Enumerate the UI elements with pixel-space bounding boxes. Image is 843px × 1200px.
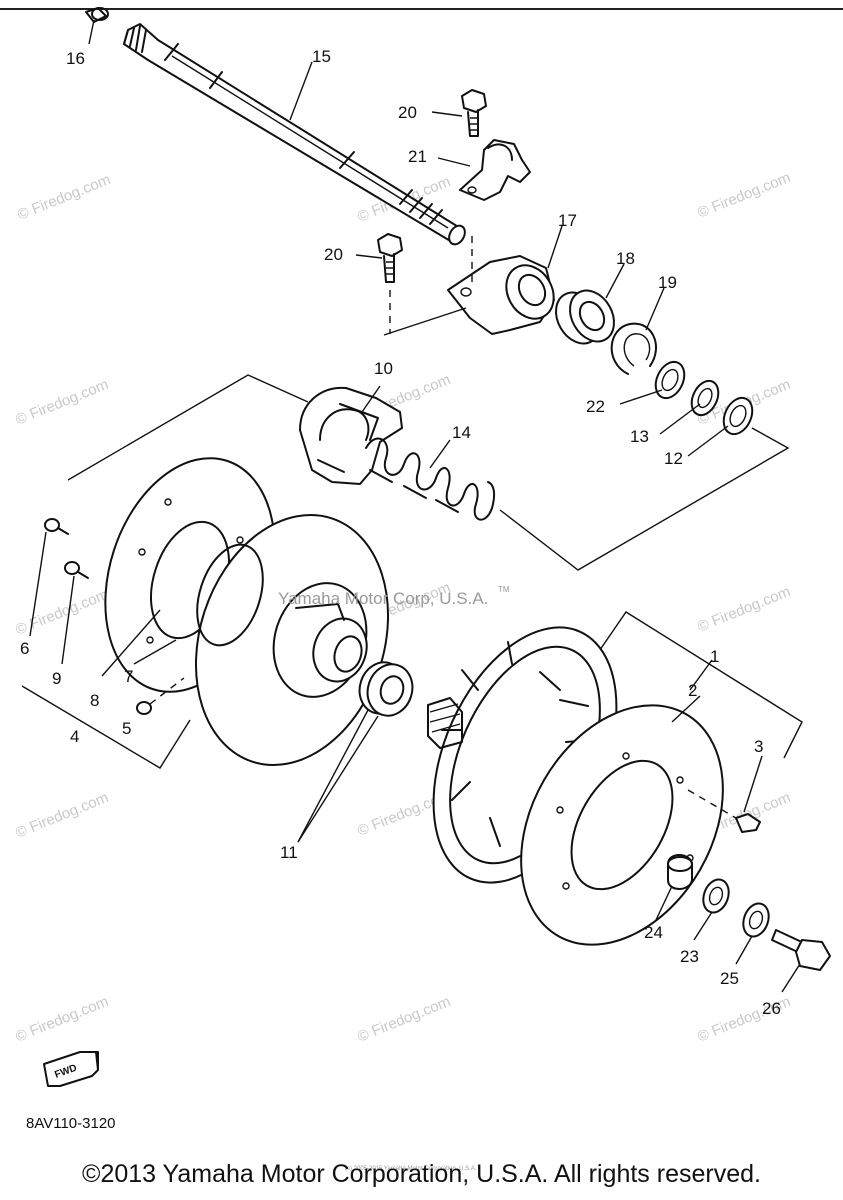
part-5-screw — [136, 677, 185, 715]
assembly-outline-left-small — [383, 307, 467, 336]
copyright-notice: ©2013 Yamaha Motor Corporation, U.S.A. A… — [82, 1160, 761, 1188]
callout-1: 1 — [710, 647, 719, 666]
part-18-bearing — [555, 289, 615, 345]
part-23-washer — [702, 878, 730, 914]
callout-14: 14 — [452, 423, 471, 442]
part-16-cap — [85, 7, 109, 23]
callout-3: 3 — [754, 737, 763, 756]
watermark: © Firedog.com — [15, 171, 113, 224]
callout-25: 25 — [720, 969, 739, 988]
callout-17: 17 — [558, 211, 577, 230]
part-9-screw — [64, 561, 89, 579]
callout-21: 21 — [408, 147, 427, 166]
watermark: © Firedog.com — [13, 376, 111, 429]
watermark: © Firedog.com — [13, 789, 111, 842]
watermark: © Firedog.com — [355, 993, 453, 1046]
part-3-screw — [687, 789, 761, 833]
watermark: © Firedog.com — [695, 583, 793, 636]
callout-15: 15 — [312, 47, 331, 66]
part-12-washer — [722, 396, 754, 436]
callout-13: 13 — [630, 427, 649, 446]
center-watermark: Yamaha Motor Corp, U.S.A. — [278, 589, 488, 608]
callout-24: 24 — [644, 923, 663, 942]
watermark: © Firedog.com — [13, 993, 111, 1046]
callout-9: 9 — [52, 669, 61, 688]
part-11-bushing — [358, 661, 414, 717]
callout-6: 6 — [20, 639, 29, 658]
callout-22: 22 — [586, 397, 605, 416]
callout-2: 2 — [688, 681, 697, 700]
callout-4: 4 — [70, 727, 79, 746]
part-15-shaft — [123, 23, 466, 246]
callout-20: 20 — [324, 245, 343, 264]
part-7-movable-sheave — [194, 513, 390, 767]
callout-5: 5 — [122, 719, 131, 738]
part-24-collar — [667, 854, 693, 890]
callout-19: 19 — [658, 273, 677, 292]
part-13-washer — [690, 379, 720, 417]
callout-20: 20 — [398, 103, 417, 122]
callout-8: 8 — [90, 691, 99, 710]
part-22-washer — [654, 360, 686, 400]
callout-26: 26 — [762, 999, 781, 1018]
assembly-outline-upper-right — [499, 427, 790, 571]
callouts: 16 15 20 21 20 17 18 19 10 22 13 14 12 1… — [20, 47, 781, 1018]
watermark: © Firedog.com — [695, 169, 793, 222]
assembly-outline-lower-right — [592, 611, 803, 759]
part-20-bolt-upper — [461, 89, 487, 137]
part-25-washer — [742, 902, 770, 938]
assembly-outline-upper — [67, 374, 309, 481]
part-21-bracket — [459, 139, 531, 201]
part-17-bearing-housing — [447, 255, 555, 335]
callout-16: 16 — [66, 49, 85, 68]
tiny-notice: (c) 2005-2015 Yamaha Motor Corporation, … — [345, 1166, 477, 1172]
part-19-snap-ring — [610, 322, 657, 375]
callout-12: 12 — [664, 449, 683, 468]
part-20-bolt-lower — [377, 233, 403, 283]
center-watermark-tm: TM — [498, 585, 510, 594]
callout-7: 7 — [124, 667, 133, 686]
assembly-outline-left — [21, 685, 191, 769]
part-14-spring — [365, 437, 496, 521]
part-10-cam — [299, 386, 403, 485]
part-6-screw — [44, 518, 69, 535]
callout-23: 23 — [680, 947, 699, 966]
fwd-arrow-icon: FWD — [43, 1051, 99, 1087]
callout-18: 18 — [616, 249, 635, 268]
watermark: © Firedog.com — [13, 586, 111, 639]
callout-11: 11 — [280, 843, 298, 862]
callout-10: 10 — [374, 359, 393, 378]
leader-lines — [29, 19, 801, 993]
part-26-bolt — [771, 929, 831, 971]
part-code: 8AV110-3120 — [26, 1115, 116, 1132]
